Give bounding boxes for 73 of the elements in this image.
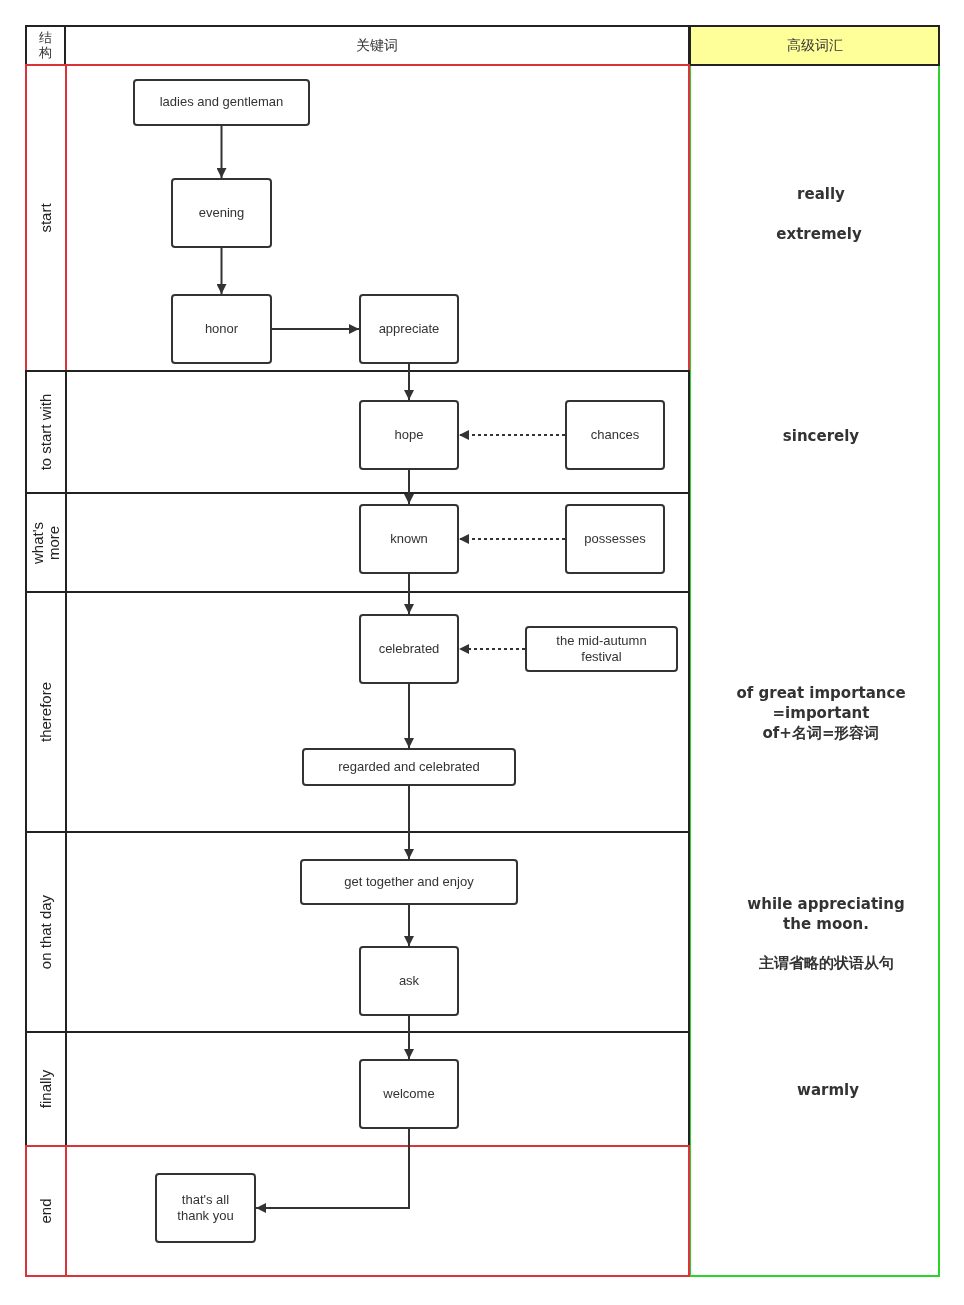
box-text: ask — [398, 972, 420, 990]
vocabulary-note: of great importance — [736, 684, 906, 704]
process-box — [302, 748, 516, 786]
arrow — [216, 247, 227, 295]
arrow — [404, 683, 414, 749]
box-text: appreciate — [378, 320, 440, 338]
vocabulary-note: while appreciating the moon. — [746, 894, 906, 934]
lane-label: what's more — [30, 520, 62, 566]
process-box — [359, 400, 459, 470]
vocabulary-note: extremely — [776, 225, 862, 245]
header-cell — [689, 25, 940, 66]
arrow — [216, 125, 227, 179]
box-text: chances — [590, 426, 640, 444]
arrow — [271, 324, 360, 334]
process-box — [359, 614, 459, 684]
process-box — [359, 294, 459, 364]
box-text: possesses — [584, 530, 646, 548]
header-text: 结构 — [39, 31, 52, 60]
swimlane — [25, 370, 690, 494]
arrow — [404, 904, 414, 947]
box-text: get together and enjoy — [344, 873, 474, 891]
dotted-arrow — [458, 644, 526, 654]
box-text: welcome — [383, 1085, 435, 1103]
header-text: 关键词 — [356, 36, 398, 55]
header-text: 高级词汇 — [786, 36, 843, 55]
process-box — [359, 1059, 459, 1129]
header-cell — [64, 25, 690, 66]
lane-label: finally — [38, 1068, 54, 1111]
swimlane — [25, 591, 690, 833]
box-text: the mid-autumn festival — [555, 632, 648, 666]
arrow — [255, 1128, 410, 1213]
vocabulary-note: sincerely — [782, 427, 860, 447]
box-text: celebrated — [378, 640, 440, 658]
lane-label: end — [38, 1197, 54, 1226]
arrow — [404, 469, 414, 505]
box-text: evening — [198, 204, 245, 222]
vocabulary-note: =important — [772, 704, 870, 724]
process-box — [565, 504, 665, 574]
dotted-arrow — [458, 534, 566, 544]
box-text: hope — [394, 426, 424, 444]
box-text: regarded and celebrated — [338, 758, 480, 776]
vocabulary-note: warmly — [797, 1081, 859, 1101]
arrow — [404, 573, 414, 615]
header-cell — [25, 25, 66, 66]
vocabulary-note: 主谓省略的状语从句 — [758, 954, 894, 974]
process-box — [359, 504, 459, 574]
swimlane — [25, 1145, 690, 1277]
dotted-arrow — [458, 430, 566, 440]
process-box — [155, 1173, 256, 1243]
box-text: known — [390, 530, 428, 548]
lane-label: therefore — [38, 681, 54, 745]
box-text: honor — [204, 320, 239, 338]
vocabulary-note: of+名词=形容词 — [762, 724, 880, 744]
process-box — [171, 294, 272, 364]
process-box — [565, 400, 665, 470]
swimlane — [25, 492, 690, 593]
process-box — [525, 626, 678, 672]
lane-label: start — [38, 202, 54, 235]
swimlane — [25, 64, 690, 372]
vocabulary-note: really — [797, 185, 845, 205]
box-text: that's all thank you — [176, 1191, 235, 1225]
process-box — [359, 946, 459, 1016]
arrow — [404, 1015, 414, 1060]
box-text: ladies and gentleman — [159, 94, 284, 111]
process-box — [133, 79, 310, 126]
lane-label: to start with — [38, 392, 54, 473]
arrow — [404, 363, 414, 401]
swimlane — [25, 831, 690, 1033]
swimlane — [25, 1031, 690, 1147]
process-box — [171, 178, 272, 248]
lane-label: on that day — [38, 893, 54, 972]
process-box — [300, 859, 518, 905]
arrow — [404, 785, 414, 860]
